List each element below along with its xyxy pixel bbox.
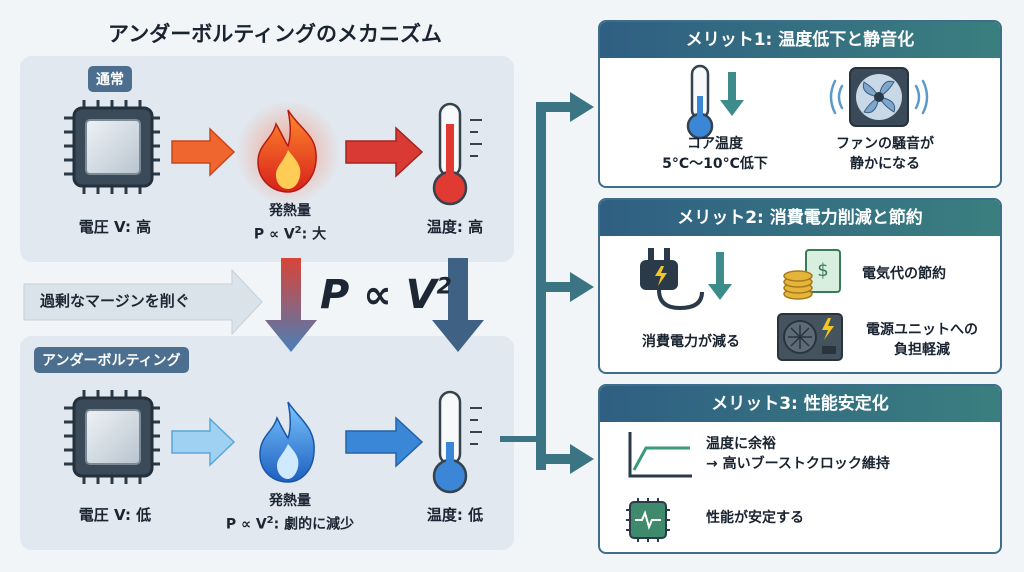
stable-chip-icon [626, 498, 670, 542]
money-icon: $ [783, 249, 841, 300]
down-arrow-temp-icon [432, 258, 484, 352]
merit-1-fan-line2: 静かになる [850, 156, 920, 172]
boost-graph-icon [628, 432, 692, 478]
merit-2-icons: $ [640, 248, 843, 361]
merit-1-card: メリット1: 温度低下と静音化 コア温 [598, 20, 1002, 188]
undervolt-temp-label: 温度: 低 [426, 506, 484, 524]
merit-2-psu-line2: 負担軽減 [894, 342, 950, 358]
thermometer-hot-icon [432, 102, 482, 206]
merit-connector [500, 92, 594, 474]
merit-2-title: メリット2: 消費電力削減と節約 [600, 200, 1000, 236]
merit-1-title: メリット1: 温度低下と静音化 [600, 22, 1000, 58]
normal-voltage-label: 電圧 V: 高 [78, 218, 152, 236]
merit-3-boost-text: 温度に余裕 → 高いブーストクロック維持 [706, 434, 890, 474]
merit-1-temp-text: コア温度 5°C〜10°C低下 [640, 134, 790, 174]
margin-arrow-icon [23, 268, 263, 336]
merit-2-card: メリット2: 消費電力削減と節約 $ 消費電力が減る 電気代の節約 電源ユニット [598, 198, 1002, 374]
merit-3-stable-text: 性能が安定する [706, 510, 804, 526]
fan-icon [829, 67, 929, 127]
thermometer-cool-icon [432, 390, 482, 494]
red-flame-icon [236, 101, 340, 205]
power-plug-icon [640, 248, 732, 311]
merit-2-psu-line1: 電源ユニットへの [866, 322, 978, 338]
merit-1-fan-line1: ファンの騒音が [836, 136, 934, 152]
cpu-chip-low-icon [64, 390, 160, 484]
undervolt-tag: アンダーボルティング [34, 347, 189, 373]
down-arrow-heat-icon [265, 258, 317, 352]
margin-label: 過剰なマージンを削ぐ [40, 292, 190, 310]
merit-2-saving-text: 電気代の節約 [862, 266, 946, 282]
merit-3-title: メリット3: 性能安定化 [600, 386, 1000, 422]
normal-tag: 通常 [88, 66, 132, 92]
red-arrow-icon [345, 126, 424, 178]
merit-1-temp-line2: 5°C〜10°C低下 [662, 156, 768, 172]
undervolt-heat-title: 発熱量 [269, 493, 311, 509]
normal-temp-label: 温度: 高 [426, 218, 484, 236]
merit-1-icons [686, 64, 929, 140]
thermometer-down-icon [686, 64, 744, 140]
undervolt-heat-formula: P ∝ V2: 劇的に減少 [225, 515, 355, 533]
merit-1-fan-text: ファンの騒音が 静かになる [810, 134, 960, 174]
normal-heat-label: 発熱量 P ∝ V2: 大 [210, 202, 370, 245]
merit-2-power-text: 消費電力が減る [642, 334, 740, 350]
blue-arrow-icon [345, 416, 424, 468]
diagram-title: アンダーボルティングのメカニズム [108, 22, 442, 46]
blue-flame-icon [259, 401, 315, 483]
merit-3-card: メリット3: 性能安定化 温度に余裕 → 高いブーストクロック維持 性能が安定す… [598, 384, 1002, 554]
power-formula: P ∝ V2 [320, 272, 452, 318]
merit-1-temp-line1: コア温度 [687, 136, 743, 152]
normal-heat-title: 発熱量 [269, 203, 311, 219]
cpu-chip-icon [64, 100, 160, 194]
undervolt-heat-label: 発熱量 P ∝ V2: 劇的に減少 [195, 492, 385, 535]
undervolt-voltage-label: 電圧 V: 低 [78, 506, 152, 524]
normal-heat-formula: P ∝ V2: 大 [253, 225, 327, 243]
svg-text:$: $ [817, 260, 828, 281]
orange-arrow-icon [171, 127, 236, 177]
merit-3-boost-line1: 温度に余裕 [706, 436, 776, 452]
light-blue-arrow-icon [171, 417, 236, 467]
power-supply-icon [777, 313, 843, 361]
merit-3-icons [626, 432, 692, 542]
merit-2-psu-text: 電源ユニットへの 負担軽減 [848, 320, 996, 360]
merit-3-boost-line2: → 高いブーストクロック維持 [706, 456, 890, 472]
